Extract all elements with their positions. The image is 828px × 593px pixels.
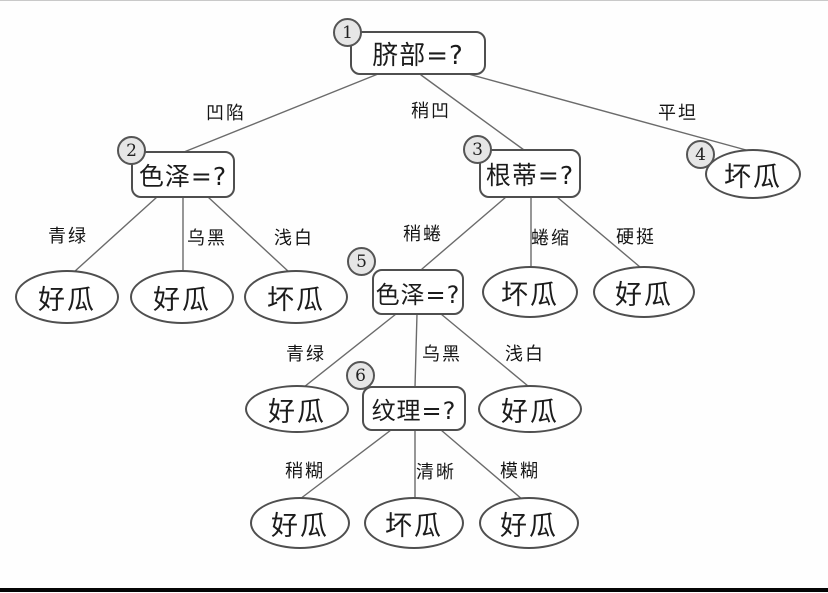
decision-node-umbilicus: 脐部=? bbox=[350, 31, 486, 75]
decision-node-color-5: 色泽=? bbox=[372, 269, 464, 315]
edge-label-pale-2: 浅白 bbox=[505, 344, 545, 365]
badge-number: 2 bbox=[126, 140, 137, 161]
edge-line-n2-r1c1 bbox=[73, 196, 158, 273]
decision-node-texture: 纹理=? bbox=[362, 386, 466, 431]
decision-node-root-stem: 根蒂=? bbox=[479, 149, 581, 198]
leaf-node-bad-melon-clear: 坏瓜 bbox=[364, 497, 464, 549]
edge-line-n3-r1c5 bbox=[556, 196, 641, 268]
leaf-node-label: 坏瓜 bbox=[385, 510, 443, 542]
decision-node-label: 色泽=? bbox=[375, 280, 461, 309]
node-number-badge-1: 1 bbox=[333, 18, 362, 47]
leaf-node-label: 好瓜 bbox=[500, 510, 558, 542]
leaf-node-good-melon-slightly-blurry: 好瓜 bbox=[250, 497, 350, 549]
bottom-divider-line bbox=[0, 588, 828, 592]
edge-label-sunken: 凹陷 bbox=[206, 103, 246, 124]
edge-line-n6-r3c3 bbox=[440, 429, 524, 501]
leaf-node-good-melon-stiff: 好瓜 bbox=[593, 266, 695, 318]
edge-label-green: 青绿 bbox=[48, 226, 88, 247]
edge-label-slightly-sunken: 稍凹 bbox=[411, 101, 451, 122]
edge-line-n5-r2c2 bbox=[440, 313, 529, 387]
decision-node-label: 脐部=? bbox=[372, 40, 464, 71]
edge-label-clear: 清晰 bbox=[416, 462, 456, 483]
edge-line-n2-r1c3 bbox=[207, 196, 290, 273]
leaf-node-label: 坏瓜 bbox=[501, 279, 559, 311]
leaf-node-bad-melon-curled: 坏瓜 bbox=[482, 266, 578, 318]
leaf-node-label: 好瓜 bbox=[153, 284, 211, 316]
node-number-badge-3: 3 bbox=[463, 135, 492, 164]
leaf-node-label: 好瓜 bbox=[268, 396, 326, 428]
decision-node-label: 色泽=? bbox=[138, 161, 228, 191]
leaf-node-bad-melon-pale: 坏瓜 bbox=[244, 270, 348, 324]
leaf-node-label: 坏瓜 bbox=[724, 161, 782, 193]
leaf-node-label: 好瓜 bbox=[615, 279, 673, 311]
node-number-badge-4: 4 bbox=[686, 140, 715, 169]
decision-node-label: 根蒂=? bbox=[485, 160, 575, 190]
edge-line-n1-n4 bbox=[460, 71, 758, 154]
badge-number: 5 bbox=[356, 251, 367, 272]
leaf-node-bad-melon-flat: 坏瓜 bbox=[705, 149, 801, 199]
leaf-node-label: 好瓜 bbox=[38, 284, 96, 316]
edge-line-n1-n2 bbox=[183, 73, 379, 153]
edge-label-dark-2: 乌黑 bbox=[422, 344, 462, 365]
leaf-node-good-melon-green: 好瓜 bbox=[15, 270, 119, 324]
badge-number: 1 bbox=[342, 22, 353, 43]
edge-line-n3-n5 bbox=[421, 196, 507, 270]
edge-label-slightly-curled: 稍蜷 bbox=[403, 224, 443, 245]
leaf-node-good-melon-dark: 好瓜 bbox=[130, 270, 234, 324]
edge-label-dark: 乌黑 bbox=[187, 228, 227, 249]
leaf-node-good-melon-pale-2: 好瓜 bbox=[478, 385, 582, 433]
node-number-badge-6: 6 bbox=[346, 361, 375, 390]
badge-number: 6 bbox=[355, 365, 366, 386]
leaf-node-label: 好瓜 bbox=[271, 510, 329, 542]
badge-number: 4 bbox=[695, 144, 706, 165]
node-number-badge-5: 5 bbox=[347, 247, 376, 276]
leaf-node-good-melon-green-2: 好瓜 bbox=[245, 385, 349, 433]
edge-label-stiff: 硬挺 bbox=[616, 227, 656, 248]
leaf-node-good-melon-blurry: 好瓜 bbox=[479, 497, 579, 549]
edge-label-green-2: 青绿 bbox=[286, 344, 326, 365]
badge-number: 3 bbox=[472, 139, 483, 160]
edge-line-n5-r2c1 bbox=[303, 313, 397, 388]
edge-line-n6-r3c1 bbox=[299, 429, 392, 500]
edge-line-n5-n6 bbox=[414, 313, 418, 388]
edge-label-blurry: 模糊 bbox=[500, 461, 540, 482]
leaf-node-label: 好瓜 bbox=[501, 396, 559, 428]
leaf-node-label: 坏瓜 bbox=[267, 284, 325, 316]
edge-label-curled: 蜷缩 bbox=[531, 228, 571, 249]
edge-label-slightly-blurry: 稍糊 bbox=[285, 461, 325, 482]
edge-label-pale: 浅白 bbox=[274, 228, 314, 249]
decision-node-label: 纹理=? bbox=[371, 397, 457, 425]
edge-line-n1-n3 bbox=[420, 74, 525, 151]
decision-node-color-2: 色泽=? bbox=[131, 151, 235, 198]
edge-label-flat: 平坦 bbox=[658, 103, 698, 124]
node-number-badge-2: 2 bbox=[117, 136, 146, 165]
